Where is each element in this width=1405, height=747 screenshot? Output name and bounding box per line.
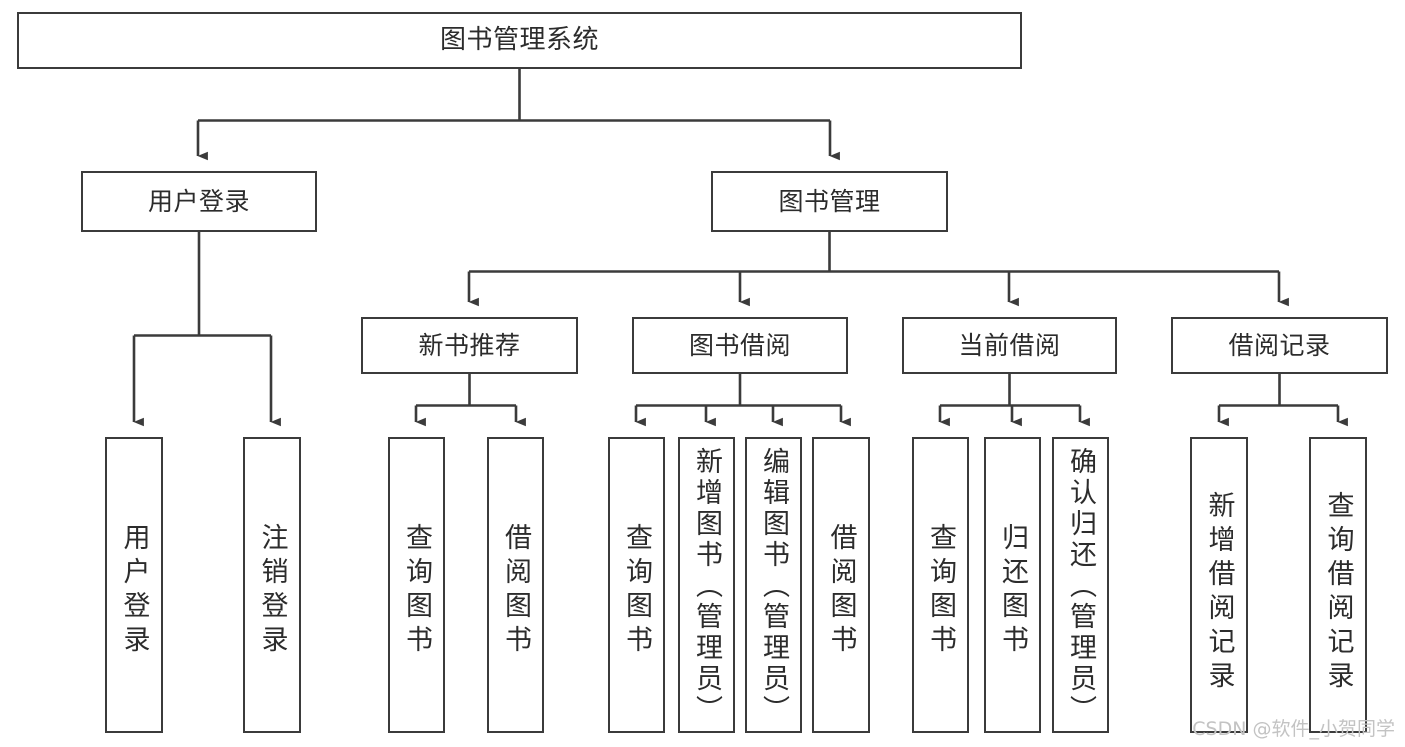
node-book-management[interactable]: 图书管理	[711, 171, 948, 232]
node-label: 确认归还（管理员）	[1065, 447, 1096, 726]
node-leaf-query-book-1[interactable]: 查询图书	[388, 437, 445, 733]
node-label: 图书管理	[778, 186, 881, 216]
node-label: 新书推荐	[418, 330, 521, 360]
node-leaf-query-borrow-record[interactable]: 查询借阅记录	[1309, 437, 1367, 733]
node-label: 用户登录	[118, 523, 150, 659]
node-root-book-management-system[interactable]: 图书管理系统	[17, 12, 1022, 69]
node-label: 新增借阅记录	[1203, 491, 1235, 695]
node-leaf-edit-book-admin[interactable]: 编辑图书（管理员）	[745, 437, 802, 733]
node-leaf-logout[interactable]: 注销登录	[243, 437, 301, 733]
node-label: 查询图书	[925, 523, 956, 659]
node-leaf-add-book-admin[interactable]: 新增图书（管理员）	[678, 437, 735, 733]
node-leaf-borrow-book-2[interactable]: 借阅图书	[812, 437, 870, 733]
node-label: 借阅图书	[500, 523, 531, 659]
node-label: 查询图书	[621, 523, 652, 659]
node-label: 编辑图书（管理员）	[758, 447, 789, 726]
node-label: 新增图书（管理员）	[691, 447, 722, 726]
node-current-borrowing[interactable]: 当前借阅	[902, 317, 1117, 374]
edge-current-borrow-to-leaves	[938, 374, 1090, 427]
node-book-borrowing[interactable]: 图书借阅	[632, 317, 848, 374]
node-label: 图书管理系统	[439, 25, 599, 56]
node-label: 图书借阅	[688, 330, 791, 360]
node-label: 归还图书	[997, 523, 1028, 659]
edge-new-book-rec-to-leaves	[414, 374, 526, 427]
node-leaf-add-borrow-record[interactable]: 新增借阅记录	[1190, 437, 1248, 733]
node-label: 查询图书	[401, 523, 432, 659]
node-leaf-user-login[interactable]: 用户登录	[105, 437, 163, 733]
node-label: 查询借阅记录	[1322, 491, 1354, 695]
node-label: 当前借阅	[958, 330, 1061, 360]
node-leaf-confirm-return-admin[interactable]: 确认归还（管理员）	[1052, 437, 1109, 733]
node-leaf-borrow-book-1[interactable]: 借阅图书	[487, 437, 544, 733]
node-new-book-recommendation[interactable]: 新书推荐	[361, 317, 578, 374]
node-user-login[interactable]: 用户登录	[81, 171, 317, 232]
node-label: 注销登录	[256, 523, 288, 659]
node-label: 借阅记录	[1228, 330, 1331, 360]
node-borrowing-record[interactable]: 借阅记录	[1171, 317, 1388, 374]
edge-book-manage-to-level3	[467, 232, 1289, 307]
node-leaf-return-book[interactable]: 归还图书	[984, 437, 1041, 733]
node-label: 用户登录	[147, 186, 250, 216]
edge-root-to-level2	[196, 69, 840, 161]
node-leaf-query-book-2[interactable]: 查询图书	[608, 437, 665, 733]
node-label: 借阅图书	[825, 523, 857, 659]
edge-book-borrow-to-leaves	[634, 374, 851, 427]
edge-user-login-to-leaves	[132, 232, 281, 427]
node-leaf-query-book-3[interactable]: 查询图书	[912, 437, 969, 733]
edge-borrow-record-to-leaves	[1217, 374, 1348, 427]
